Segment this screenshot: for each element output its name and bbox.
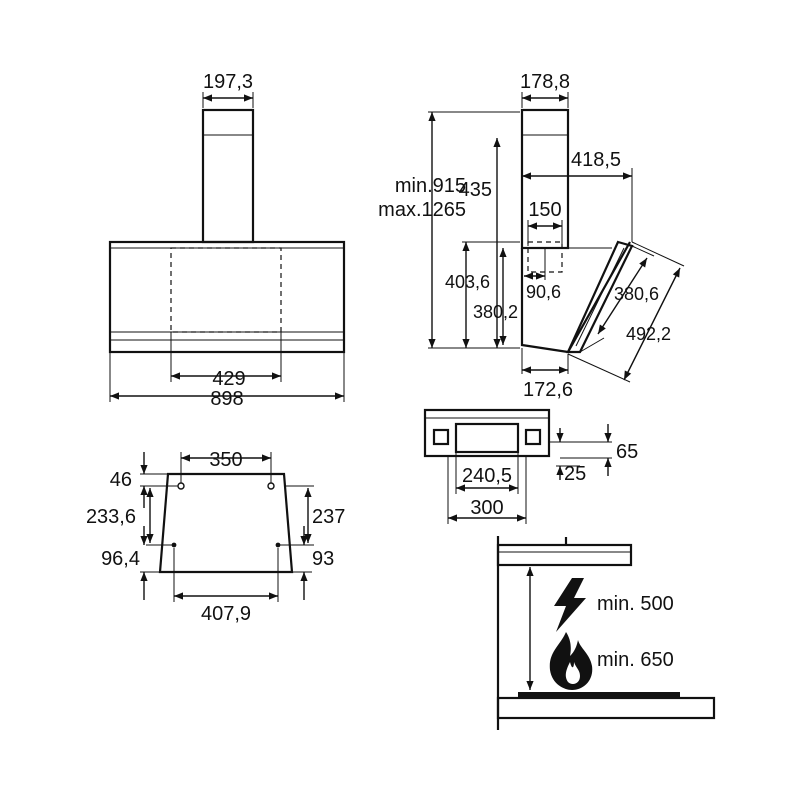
mount-left-height-label: 233,6 — [86, 506, 136, 528]
bracket-outer-span-label: 300 — [470, 497, 503, 519]
hole-bottom-left — [171, 542, 177, 548]
hole-top-left — [177, 482, 185, 490]
front-chimney-width-label: 197,3 — [203, 71, 253, 93]
front-hidden-box — [170, 247, 282, 333]
front-total-width-label: 898 — [210, 388, 243, 410]
bracket-offset-label: 25 — [564, 463, 586, 485]
bracket-hole-left — [432, 428, 450, 446]
mount-right-bottom-label: 93 — [312, 548, 334, 570]
bracket-slot — [454, 422, 520, 454]
bracket-hole-right — [524, 428, 542, 446]
lightning-icon — [554, 578, 586, 632]
mount-right-height-label: 237 — [312, 506, 345, 528]
bracket-inner-span-label: 240,5 — [462, 465, 512, 487]
front-view: 197,3 429 898 — [108, 71, 346, 410]
side-inner-height-label: 380,2 — [473, 302, 518, 322]
side-chimney-height-label: 435 — [459, 179, 492, 201]
side-view: 178,8 min.915 max.1265 435 418,5 150 403… — [378, 71, 685, 401]
bracket-view: 65 25 240,5 300 — [423, 408, 638, 524]
electric-clearance-label: min. 500 — [597, 593, 674, 615]
front-body — [108, 240, 346, 354]
side-body-height-label: 403,6 — [445, 272, 490, 292]
hole-bottom-right — [275, 542, 281, 548]
side-max-height-label: max.1265 — [378, 199, 466, 221]
mount-top-span-label: 350 — [209, 449, 242, 471]
gas-clearance-label: min. 650 — [597, 649, 674, 671]
side-chimney — [520, 108, 570, 250]
clearance-hood — [496, 543, 633, 567]
bracket-height-label: 65 — [616, 441, 638, 463]
bracket-body — [423, 408, 551, 458]
side-outlet-offset-label: 150 — [528, 199, 561, 221]
side-panel-inner-label: 380,6 — [614, 284, 659, 304]
mount-top-offset-label: 46 — [110, 469, 132, 491]
side-outlet-depth-label: 90,6 — [526, 282, 561, 302]
side-min-height-label: min.915 — [395, 175, 466, 197]
front-inner-width-label: 429 — [212, 368, 245, 390]
side-panel-length-label: 492,2 — [626, 324, 671, 344]
flame-icon — [549, 632, 593, 690]
side-projection-label: 418,5 — [571, 149, 621, 171]
mount-bottom-span-label: 407,9 — [201, 603, 251, 625]
clearance-view: min. 500 min. 650 — [496, 536, 716, 730]
mount-left-bottom-label: 96,4 — [101, 548, 140, 570]
front-chimney — [201, 108, 255, 244]
clearance-worktop — [496, 696, 716, 720]
side-chimney-depth-label: 178,8 — [520, 71, 570, 93]
mounting-view: 350 46 233,6 96,4 237 93 407,9 — [86, 449, 345, 625]
hole-top-right — [267, 482, 275, 490]
clearance-hob — [518, 692, 680, 698]
side-base-depth-label: 172,6 — [523, 379, 573, 401]
